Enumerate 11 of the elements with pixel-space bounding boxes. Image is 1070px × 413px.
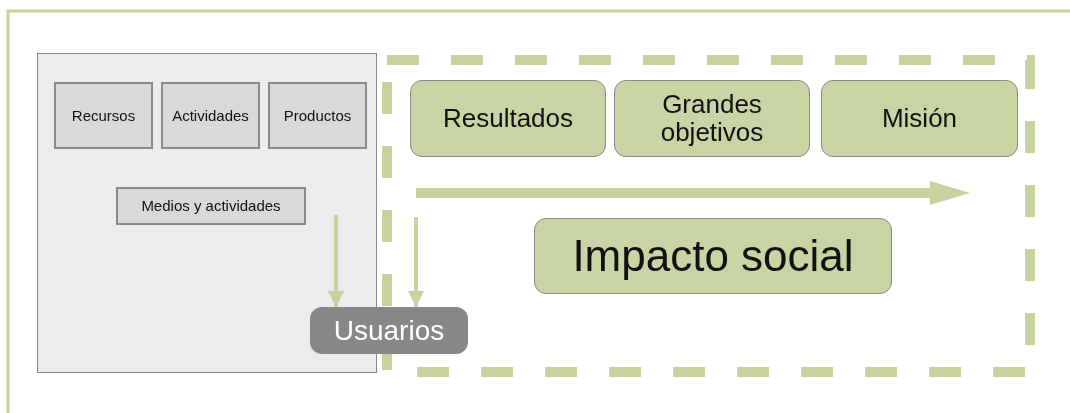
- arrow: [408, 217, 424, 307]
- stage-box: Resultados: [410, 80, 606, 157]
- target-box: Usuarios: [310, 307, 468, 354]
- process-box: Actividades: [161, 82, 260, 149]
- process-box: Productos: [268, 82, 367, 149]
- stage-box: Misión: [821, 80, 1018, 157]
- process-box: Recursos: [54, 82, 153, 149]
- stage-box: Impacto social: [534, 218, 892, 294]
- process-box: Medios y actividades: [116, 187, 306, 225]
- stage-box: Grandes objetivos: [614, 80, 810, 157]
- arrow: [328, 215, 344, 307]
